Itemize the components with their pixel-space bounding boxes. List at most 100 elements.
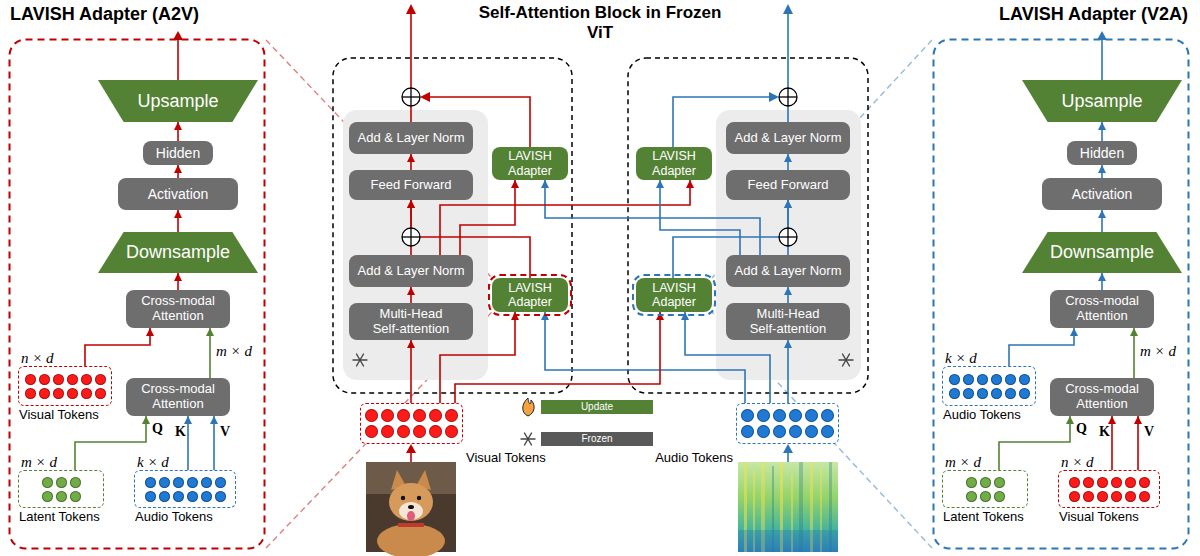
arrow-head <box>681 312 689 320</box>
arrow-head <box>1134 416 1142 424</box>
spectrogram <box>738 462 838 552</box>
arrow-head <box>511 180 519 188</box>
arrow-head <box>1098 210 1106 218</box>
connector <box>210 416 218 470</box>
token-dot <box>81 374 92 385</box>
token-dot <box>1069 477 1080 488</box>
connector-line <box>455 312 660 403</box>
token-dot <box>977 374 988 385</box>
connector <box>440 180 694 255</box>
connector <box>174 165 182 178</box>
arrow-head <box>784 154 792 162</box>
edge-label: m × d <box>1139 343 1177 360</box>
token-dots <box>365 409 458 438</box>
arrow-head <box>406 444 416 453</box>
layer-box: Hidden <box>143 141 213 165</box>
box-label: Downsample <box>1050 242 1154 263</box>
adapter-panel: LAVISH Adapter (V2A)UpsampleHiddenActiva… <box>932 38 1190 550</box>
box-label: Cross-modal Attention <box>131 382 225 412</box>
arrow-head <box>210 416 218 424</box>
layer-box: Hidden <box>1067 141 1137 165</box>
legend-label: Frozen <box>581 434 612 444</box>
token-dot <box>173 477 184 488</box>
token-label: Visual Tokens <box>19 408 99 423</box>
trapezoid-fill <box>1022 232 1182 273</box>
token-dot <box>1005 388 1016 399</box>
connector <box>455 312 664 403</box>
token-dot <box>1083 491 1094 502</box>
arrow-head <box>686 180 694 188</box>
token-dot <box>741 425 754 438</box>
box-label: Upsample <box>137 91 218 112</box>
panel-title: LAVISH Adapter (V2A) <box>999 4 1188 25</box>
token-dot <box>39 388 50 399</box>
token-dot <box>1069 491 1080 502</box>
layer-box: Multi-Head Self-attention <box>726 303 850 340</box>
dimension-label: k × d <box>137 454 169 471</box>
token-dot <box>966 491 977 502</box>
token-dot <box>365 409 378 422</box>
connector <box>206 328 214 378</box>
token-dots <box>25 374 106 399</box>
adapter-box: LAVISH Adapter <box>636 278 712 312</box>
box-label: Hidden <box>156 145 200 161</box>
token-dot <box>773 409 786 422</box>
token-dot <box>159 491 170 502</box>
connector <box>541 312 745 403</box>
arrow-head <box>184 416 192 424</box>
layer-box: Add & Layer Norm <box>726 122 850 154</box>
connector-line <box>545 312 745 403</box>
arrow-head <box>407 287 415 295</box>
sampling-block: Upsample <box>1022 80 1182 122</box>
box-label: Hidden <box>1080 145 1124 161</box>
connector <box>784 154 792 170</box>
panel-title: LAVISH Adapter (A2V) <box>10 4 199 25</box>
arrow-head <box>656 312 664 320</box>
token-dot <box>1019 388 1030 399</box>
connector <box>85 328 154 366</box>
token-dot <box>95 388 106 399</box>
token-label: Audio Tokens <box>655 451 733 466</box>
connector <box>407 340 415 403</box>
token-dot <box>1125 477 1136 488</box>
token-dot <box>56 477 67 488</box>
arrow-head <box>142 416 150 424</box>
token-dot <box>39 374 50 385</box>
token-dot <box>805 425 818 438</box>
edge-label: Q <box>1075 421 1088 436</box>
sampling-block: Downsample <box>98 232 258 273</box>
sum-symbol <box>402 228 420 246</box>
token-group: Visual Tokens <box>360 403 463 444</box>
connector-line <box>1137 416 1139 470</box>
token-dot <box>81 388 92 399</box>
token-dots <box>741 409 834 438</box>
arrow-head <box>784 200 792 208</box>
token-dots <box>42 477 81 502</box>
arrow-head <box>1066 416 1074 424</box>
connector <box>784 340 792 403</box>
layer-box: Feed Forward <box>349 170 473 200</box>
token-dot <box>789 425 802 438</box>
token-dot <box>1019 374 1030 385</box>
token-dot <box>949 388 960 399</box>
token-dot <box>397 409 410 422</box>
layer-box: Multi-Head Self-attention <box>349 303 473 340</box>
token-dot <box>1139 491 1150 502</box>
token-dot <box>413 409 426 422</box>
layer-box: Cross-modal Attention <box>126 378 230 416</box>
layer-box: Activation <box>1042 178 1162 210</box>
token-dot <box>67 388 78 399</box>
fire-icon <box>523 398 534 416</box>
token-dot <box>429 409 442 422</box>
token-label: Latent Tokens <box>943 510 1024 525</box>
dimension-label: k × d <box>945 350 977 367</box>
token-dot <box>1097 477 1108 488</box>
token-label: Visual Tokens <box>1059 510 1139 525</box>
box-label: Feed Forward <box>748 178 829 193</box>
arrow-head <box>174 165 182 173</box>
connector <box>407 287 415 303</box>
token-dot <box>1005 374 1016 385</box>
sum-symbol <box>779 228 797 246</box>
snowflake-icon <box>353 354 367 366</box>
